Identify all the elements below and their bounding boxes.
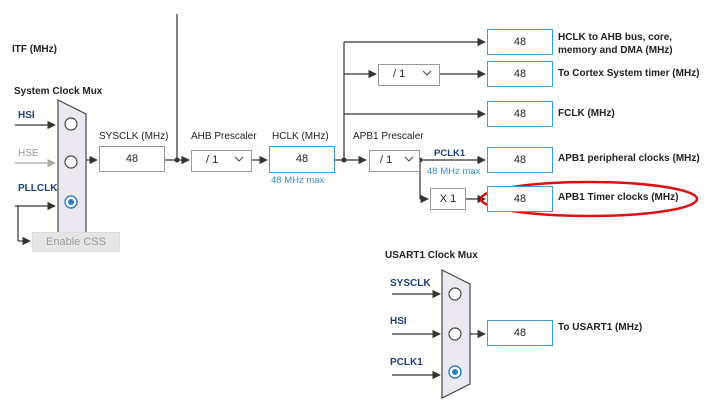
hclk-max-label: 48 MHz max (271, 175, 325, 186)
sysclk-value-box[interactable]: 48 (99, 146, 165, 172)
hclk-ahb-label: HCLK to AHB bus, core, (558, 32, 673, 43)
hsi-label: HSI (18, 110, 35, 121)
hse-label: HSE (18, 148, 39, 159)
apb1-timer-value-box[interactable]: 48 (487, 186, 553, 212)
usart-radio-sysclk[interactable] (448, 287, 462, 301)
cortex-prescaler-value: / 1 (393, 68, 406, 80)
ahb-prescaler-value: / 1 (206, 154, 219, 166)
usart-radio-hsi[interactable] (448, 327, 462, 341)
hclk-ahb-value-box[interactable]: 48 (487, 29, 553, 55)
chevron-down-icon (404, 156, 414, 162)
usart-sysclk-label: SYSCLK (390, 278, 431, 289)
pclk1-max-label: 48 MHz max (427, 166, 481, 177)
highlight-ellipse (479, 180, 699, 218)
hclk-label: HCLK (MHz) (272, 131, 329, 142)
system-clock-mux (57, 99, 87, 247)
cortex-timer-value-box[interactable]: 48 (487, 61, 553, 87)
mux-radio-hse[interactable] (64, 155, 78, 169)
apb1-prescaler-value: / 1 (380, 154, 393, 166)
hclk-value-box[interactable]: 48 (269, 146, 335, 173)
apb1-timer-multiplier: X 1 (430, 188, 466, 210)
system-clock-mux-title: System Clock Mux (14, 86, 103, 97)
chevron-down-icon (422, 70, 432, 76)
apb1-prescaler-select[interactable]: / 1 (369, 150, 420, 172)
apb1-periph-value-box[interactable]: 48 (487, 147, 553, 173)
chevron-down-icon (234, 156, 244, 162)
usart1-clock-mux (441, 269, 471, 399)
usart1-mux-title: USART1 Clock Mux (385, 250, 478, 261)
fclk-value-box[interactable]: 48 (487, 101, 553, 127)
apb1-prescaler-label: APB1 Prescaler (353, 131, 424, 142)
apb1-timer-label: APB1 Timer clocks (MHz) (558, 192, 679, 203)
sysclk-label: SYSCLK (MHz) (99, 131, 169, 142)
pllclk-label: PLLCLK (18, 183, 58, 194)
usart1-label: To USART1 (MHz) (558, 322, 643, 333)
enable-css-button[interactable]: Enable CSS (32, 232, 120, 252)
cortex-prescaler-select[interactable]: / 1 (378, 64, 440, 86)
mux-radio-hsi[interactable] (64, 117, 78, 131)
ahb-prescaler-select[interactable]: / 1 (191, 150, 252, 172)
itf-label: ITF (MHz) (12, 44, 57, 55)
cortex-timer-label: To Cortex System timer (MHz) (558, 68, 700, 79)
ahb-prescaler-label: AHB Prescaler (191, 131, 257, 142)
fclk-label: FCLK (MHz) (558, 108, 615, 119)
usart1-value-box[interactable]: 48 (487, 320, 553, 346)
usart-pclk1-label: PCLK1 (390, 357, 423, 368)
pclk1-label: PCLK1 (434, 148, 466, 159)
hclk-ahb-label-line2: memory and DMA (MHz) (558, 45, 673, 56)
apb1-periph-label: APB1 peripheral clocks (MHz) (558, 153, 700, 164)
usart-hsi-label: HSI (390, 316, 407, 327)
